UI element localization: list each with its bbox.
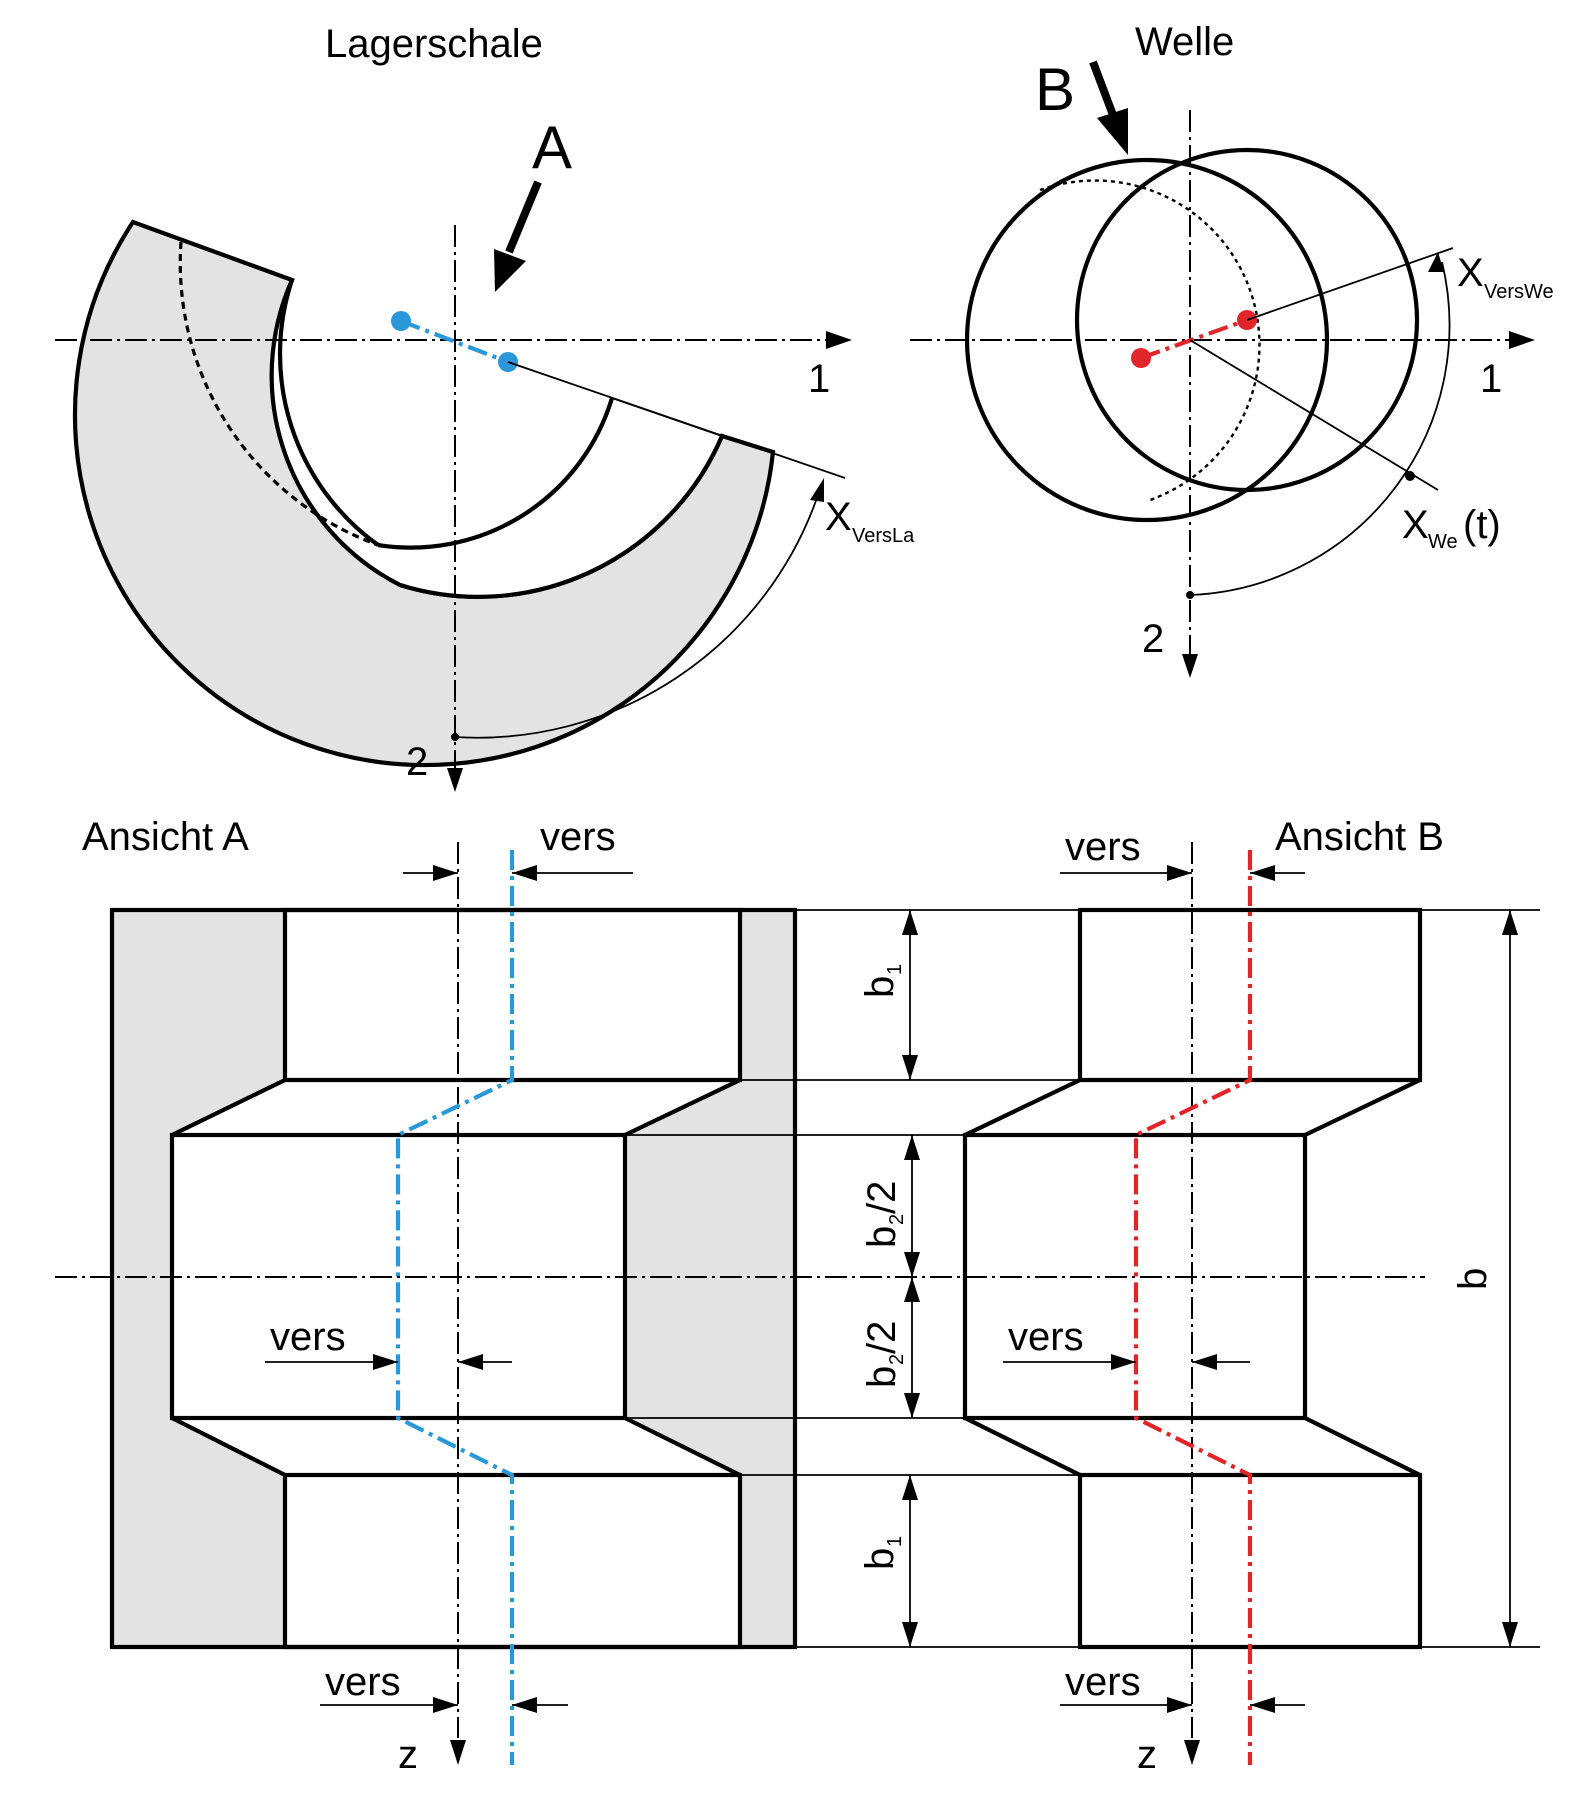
b2-half-label-top: b xyxy=(860,1226,904,1248)
x-vers-we-label: X xyxy=(1457,251,1484,295)
b1-label-bottom: b xyxy=(858,1548,902,1570)
ansicht-a-title: Ansicht A xyxy=(82,815,249,859)
svg-text:VersWe: VersWe xyxy=(1484,281,1554,303)
axis-2-label-left: 2 xyxy=(406,740,428,784)
shell-right-gray xyxy=(625,910,795,1647)
z-label-left: z xyxy=(398,1733,418,1777)
svg-text:/2: /2 xyxy=(860,1321,904,1354)
shaft-section: 1 2 X VersWe X We (t) B Welle xyxy=(910,20,1554,678)
axis-2-label-right: 2 xyxy=(1142,617,1164,661)
shaft-center-point xyxy=(1131,348,1151,368)
svg-text:1: 1 xyxy=(884,964,906,975)
z-label-right: z xyxy=(1137,1733,1157,1777)
svg-text:2: 2 xyxy=(886,1214,908,1225)
vers-label-b-mid: vers xyxy=(1008,1315,1084,1359)
welle-title: Welle xyxy=(1135,20,1234,64)
vers-label-a-top: vers xyxy=(540,815,616,859)
view-b-arrow xyxy=(1089,60,1117,117)
bearing-hidden-contour xyxy=(178,241,379,547)
svg-text:(t): (t) xyxy=(1463,503,1501,547)
view-b-section: Ansicht B z vers vers vers xyxy=(962,815,1444,1777)
angle-arc-x-vers-we xyxy=(1189,261,1451,596)
x-we-label: X xyxy=(1402,503,1429,547)
ansicht-b-title: Ansicht B xyxy=(1275,815,1444,859)
view-a-arrow xyxy=(505,180,542,254)
bearing-center-offset xyxy=(400,319,509,364)
svg-text:2: 2 xyxy=(886,1354,908,1365)
shaft-displaced-circle xyxy=(1074,147,1420,493)
shaft-hidden-contour xyxy=(1039,179,1261,502)
view-b-marker: B xyxy=(1035,56,1075,123)
lagerschale-title: Lagerschale xyxy=(325,22,543,66)
view-a-section: Ansicht A z vers vers vers xyxy=(82,815,798,1777)
b1-label-top: b xyxy=(858,976,902,998)
b2-half-label-bottom: b xyxy=(860,1366,904,1388)
vers-label-b-top: vers xyxy=(1065,825,1141,869)
vers-label-b-bottom: vers xyxy=(1065,1660,1141,1704)
vers-label-a-bottom: vers xyxy=(325,1660,401,1704)
view-a-marker: A xyxy=(532,114,572,181)
bearing-center-point xyxy=(391,311,411,331)
axis-1-label-right: 1 xyxy=(1480,357,1502,401)
svg-text:VersLa: VersLa xyxy=(852,525,915,547)
b-total-label: b xyxy=(1451,1268,1495,1290)
bearing-shell-outer xyxy=(72,219,776,768)
angle-arc-x-vers-la xyxy=(454,494,819,739)
svg-text:We: We xyxy=(1428,531,1458,553)
svg-text:/2: /2 xyxy=(860,1181,904,1214)
bearing-axis-line xyxy=(395,850,515,1765)
shaft-center-offset xyxy=(1140,318,1248,360)
svg-text:1: 1 xyxy=(884,1536,906,1547)
axis-1-label-left: 1 xyxy=(808,357,830,401)
bearing-shell-section: 1 2 X VersLa A Lagerschale xyxy=(55,22,915,792)
x-vers-la-label: X xyxy=(825,495,852,539)
dimension-lines: b 1 b 2 /2 b 2 /2 b 1 b xyxy=(858,910,1518,1647)
vers-label-a-mid: vers xyxy=(270,1315,346,1359)
shell-left-gray xyxy=(112,910,285,1647)
shaft-axis-line xyxy=(1133,850,1253,1765)
bearing-shell-inner-white xyxy=(400,398,722,597)
